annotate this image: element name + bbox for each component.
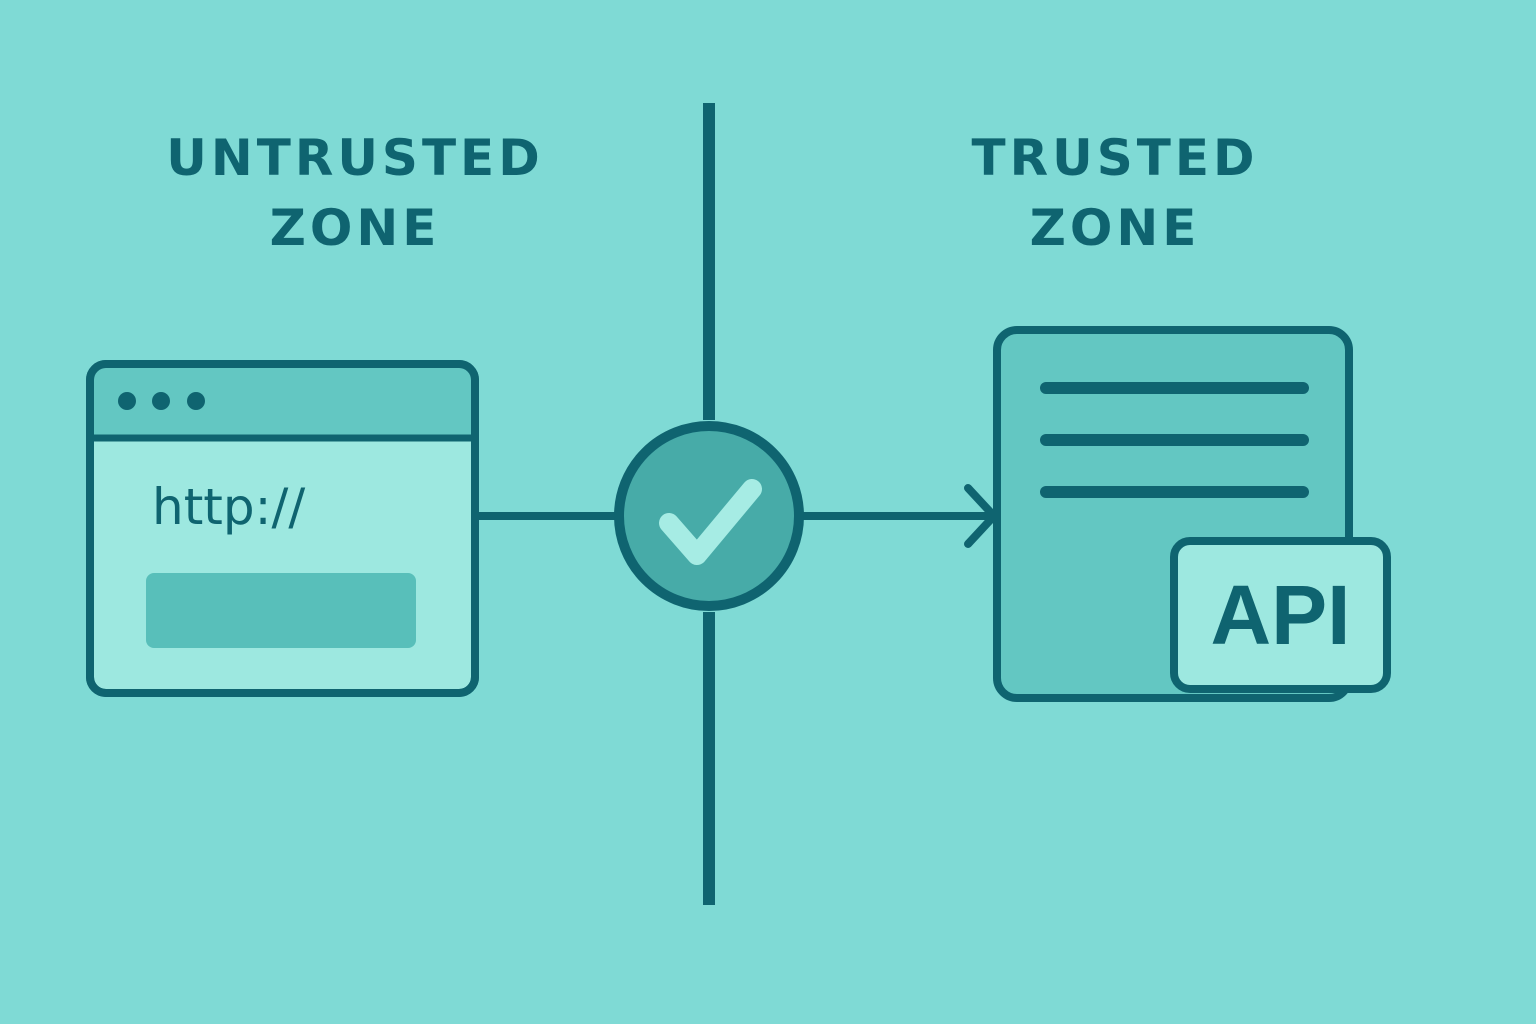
window-dot-icon bbox=[187, 392, 205, 410]
checkmark-circle-icon bbox=[614, 421, 804, 611]
browser-window-icon bbox=[86, 360, 479, 697]
untrusted-zone-line2: ZONE bbox=[269, 199, 441, 257]
api-label: API bbox=[1210, 568, 1351, 662]
untrusted-zone-title: UNTRUSTED ZONE bbox=[150, 123, 560, 263]
api-badge bbox=[1170, 537, 1391, 693]
window-dot-icon bbox=[118, 392, 136, 410]
url-input-box bbox=[146, 573, 416, 648]
trusted-zone-title: TRUSTED ZONE bbox=[971, 129, 1259, 257]
untrusted-zone-line1: UNTRUSTED bbox=[166, 129, 544, 187]
url-text: http:// bbox=[152, 478, 306, 536]
window-dot-icon bbox=[152, 392, 170, 410]
